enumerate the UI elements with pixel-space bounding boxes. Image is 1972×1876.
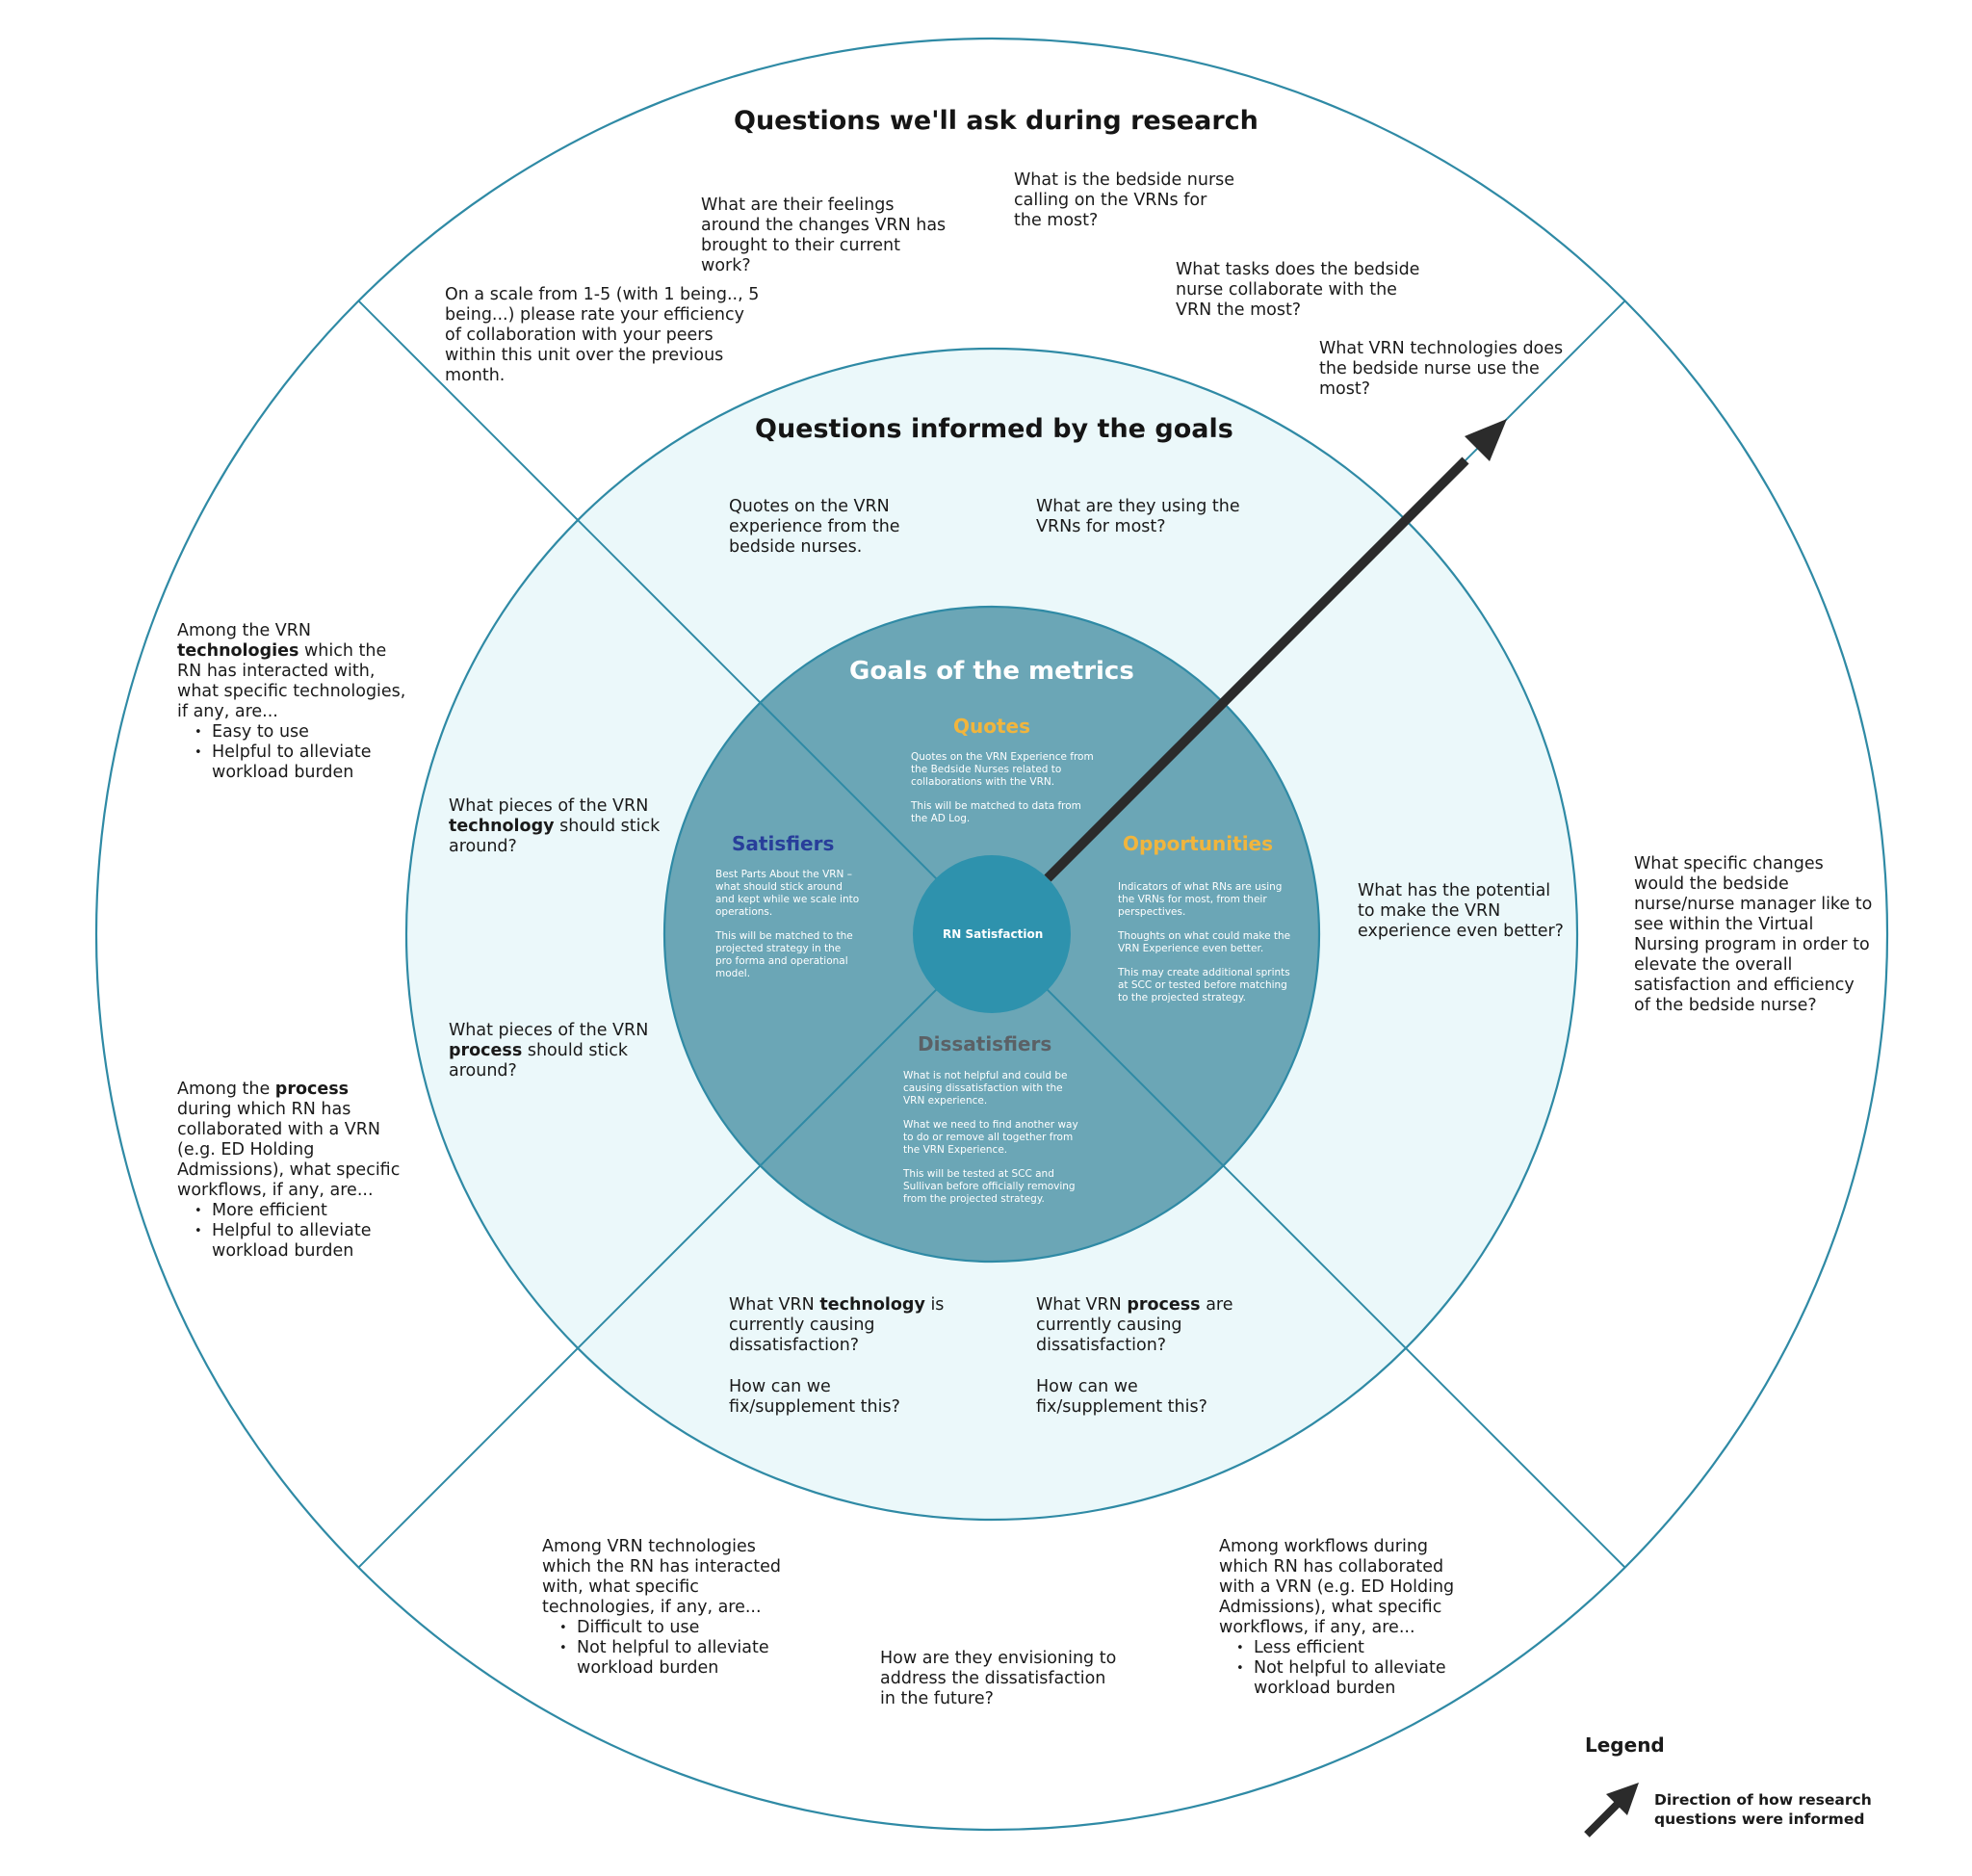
question-technologies-most: What VRN technologies does the bedside n…: [1319, 339, 1564, 399]
question-bottom-future: How are they envisioning to address the …: [880, 1649, 1117, 1708]
question-quotes: Quotes on the VRN experience from the be…: [729, 497, 900, 557]
core-circle: [913, 855, 1071, 1013]
question-feelings: What are their feelings around the chang…: [701, 195, 947, 275]
question-calling: What is the bedside nurse calling on the…: [1014, 170, 1235, 230]
question-technology-dissatisfaction: What VRN technology is currently causing…: [729, 1295, 945, 1417]
list-item: Not helpful to alleviate workload burden: [559, 1638, 783, 1679]
legend-arrow-icon: [1584, 1783, 1639, 1837]
list-item: Difficult to use: [559, 1618, 783, 1638]
opportunities-label: Opportunities: [1123, 832, 1274, 855]
question-potential: What has the potential to make the VRN e…: [1358, 881, 1564, 941]
list-item: Helpful to alleviate workload burden: [195, 743, 408, 783]
quotes-label: Quotes: [953, 715, 1031, 738]
dissatisfiers-description: What is not helpful and could be causing…: [903, 1070, 1078, 1205]
inner-title: Goals of the metrics: [849, 657, 1134, 686]
legend-arrow-label: Direction of how research questions were…: [1654, 1791, 1872, 1828]
list-item: Less efficient: [1236, 1638, 1460, 1658]
opportunities-description: Indicators of what RNs are using the VRN…: [1118, 881, 1291, 1003]
question-using: What are they using the VRNs for most?: [1036, 497, 1240, 536]
middle-ring-title: Questions informed by the goals: [755, 414, 1233, 444]
question-right-changes: What specific changes would the bedside …: [1634, 854, 1873, 1015]
question-tasks: What tasks does the bedside nurse collab…: [1176, 260, 1420, 320]
quotes-description: Quotes on the VRN Experience from the Be…: [911, 751, 1094, 824]
question-process-stick: What pieces of the VRN process should st…: [449, 1021, 649, 1081]
outer-ring-title: Questions we'll ask during research: [734, 106, 1258, 136]
question-left-process: Among the process during which RN has co…: [177, 1080, 408, 1262]
question-left-technologies: Among the VRN technologies which the RN …: [177, 621, 408, 783]
list-item: Not helpful to alleviate workload burden: [1236, 1658, 1460, 1699]
list-item: Easy to use: [195, 722, 408, 743]
direction-arrow: [1044, 419, 1507, 882]
question-process-dissatisfaction: What VRN process are currently causing d…: [1036, 1295, 1233, 1417]
core-label: RN Satisfaction: [943, 927, 1044, 941]
satisfiers-label: Satisfiers: [732, 832, 835, 855]
question-technology-stick: What pieces of the VRN technology should…: [449, 796, 661, 856]
satisfiers-description: Best Parts About the VRN – what should s…: [715, 869, 860, 979]
legend-title: Legend: [1585, 1733, 1665, 1757]
question-bottom-workflows: Among workflows during which RN has coll…: [1219, 1537, 1460, 1699]
question-bottom-technologies: Among VRN technologies which the RN has …: [542, 1537, 783, 1679]
dissatisfiers-label: Dissatisfiers: [918, 1032, 1052, 1055]
list-item: Helpful to alleviate workload burden: [195, 1221, 408, 1262]
list-item: More efficient: [195, 1201, 408, 1221]
question-rating-scale: On a scale from 1-5 (with 1 being.., 5 b…: [445, 285, 760, 385]
